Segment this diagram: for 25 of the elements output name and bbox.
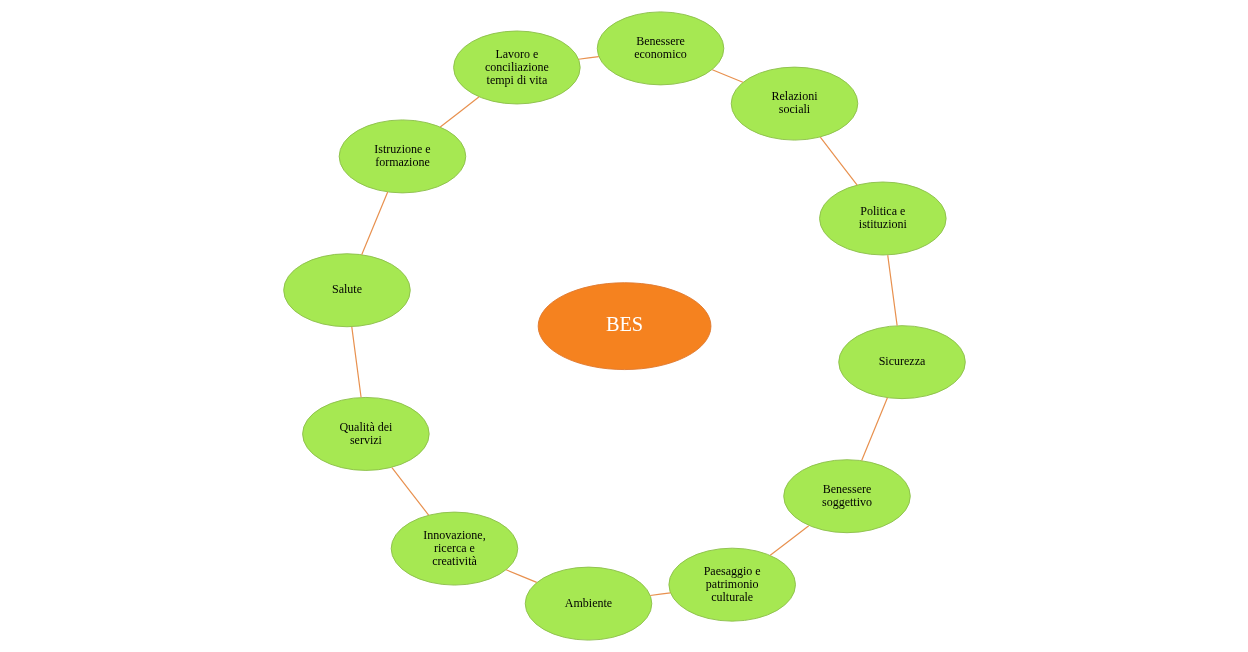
- node-ellipse: Qualità dei servizi: [301, 396, 430, 471]
- connector: [711, 69, 743, 83]
- node-ellipse: Benessere soggettivo: [782, 459, 911, 534]
- node-ellipse: Ambiente: [524, 566, 652, 641]
- node-ellipse: BES: [537, 282, 711, 371]
- connector: [860, 397, 888, 462]
- node-ellipse: Paesaggio e patrimonio culturale: [667, 547, 796, 622]
- connector: [649, 592, 671, 597]
- node-ellipse: Relazioni sociali: [730, 66, 858, 141]
- connector: [819, 136, 858, 186]
- node-ellipse: Lavoro e conciliazione tempi di vita: [452, 30, 581, 105]
- connector: [350, 326, 362, 398]
- connector: [390, 467, 429, 516]
- connector: [505, 569, 537, 583]
- node-ellipse: Sicurezza: [837, 325, 966, 400]
- connector: [886, 254, 898, 327]
- connector: [769, 525, 809, 556]
- connector: [577, 56, 599, 60]
- node-ellipse: Politica e istituzioni: [818, 181, 947, 256]
- node-ellipse: Innovazione, ricerca e creatività: [390, 511, 518, 586]
- node-ellipse: Istruzione e formazione: [338, 119, 466, 194]
- node-ellipse: Salute: [282, 253, 411, 328]
- connector: [360, 191, 388, 256]
- connector: [439, 96, 480, 128]
- node-ellipse: Benessere economico: [596, 11, 724, 86]
